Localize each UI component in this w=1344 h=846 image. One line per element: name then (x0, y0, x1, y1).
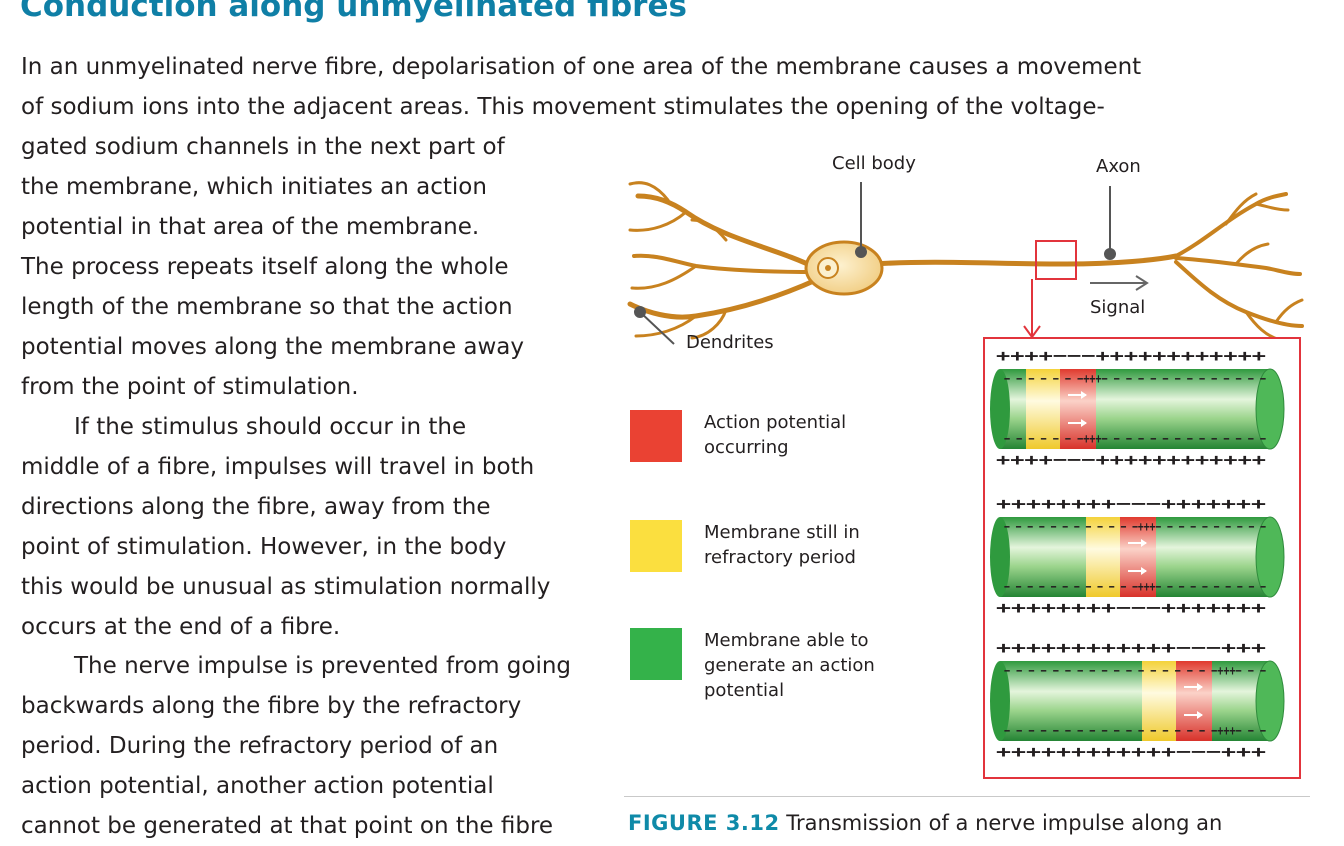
refractory-band (1086, 517, 1120, 597)
legend-text: Action potential occurring (704, 410, 924, 460)
outer-charges-top: ++++++++++++−−−+++ (996, 638, 1267, 657)
text-line: gated sodium channels in the next part o… (21, 134, 505, 160)
axon-terminal (1274, 298, 1304, 324)
paragraph-refractory: The nerve impulse is prevented from goin… (21, 646, 571, 846)
legend-line: refractory period (704, 547, 856, 568)
text-line: the membrane, which initiates an action (21, 174, 487, 200)
current-arrowhead (1197, 683, 1203, 691)
text-line: If the stimulus should occur in the (74, 414, 467, 440)
dendrite-branch (628, 210, 688, 232)
action-potential-band (1120, 517, 1156, 597)
text-line: point of stimulation. However, in the bo… (21, 534, 507, 560)
figure-number: FIGURE 3.12 (628, 811, 780, 835)
text-line: cannot be generated at that point on the… (21, 813, 554, 839)
text-line: potential in that area of the membrane. (21, 214, 480, 240)
text-line: middle of a fibre, impulses will travel … (21, 454, 535, 480)
label-axon: Axon (1096, 156, 1141, 177)
axon-terminal (1224, 192, 1258, 226)
text-line: of sodium ions into the adjacent areas. … (21, 94, 1105, 120)
inner-charges-lower: − − − − − − −+++− − − − − − − − − − − − … (1004, 432, 1266, 447)
legend-text: Membrane still in refractory period (704, 520, 924, 570)
inner-charges-upper: − − − − − − − − − − − − − − − − − −+++− … (1004, 664, 1266, 679)
legend-line: occurring (704, 437, 789, 458)
outer-charges-top: ++++−−−++++++++++++ (996, 346, 1267, 365)
membrane-segment: ++++++++−−−+++++++ − − − − − − − − − − − … (990, 494, 1285, 617)
legend-swatch-green (630, 628, 682, 680)
highlight-box (1035, 240, 1077, 280)
text-line: length of the membrane so that the actio… (21, 294, 513, 320)
label-cell-body: Cell body (832, 153, 916, 174)
figure-divider (624, 796, 1310, 797)
membrane-segments: ++++−−−++++++++++++ − − − − − − −+++− − −… (990, 346, 1285, 761)
axon-terminal (1254, 202, 1290, 212)
legend-line: Membrane able to (704, 630, 869, 651)
cylinder-right-end (1255, 516, 1285, 598)
legend-line: potential (704, 680, 785, 701)
label-pointers (634, 182, 1116, 345)
nucleolus (825, 265, 831, 271)
inner-charges-lower: − − − − − − − − − − − − − − − − − −+++− … (1004, 724, 1266, 739)
text-line: action potential, another action potenti… (21, 773, 494, 799)
current-arrowhead (1197, 711, 1203, 719)
dendrite-branch (630, 264, 698, 290)
text-line: from the point of stimulation. (21, 374, 359, 400)
text-line: this would be unusual as stimulation nor… (21, 574, 551, 600)
axon-terminal (1174, 256, 1302, 276)
caption-text: Transmission of a nerve impulse along an (779, 811, 1223, 835)
text-line: potential moves along the membrane away (21, 334, 525, 360)
cylinder-left-end (990, 661, 1010, 741)
text-line: The process repeats itself along the who… (21, 254, 509, 280)
axon-cylinder (1000, 661, 1270, 741)
figure-caption: FIGURE 3.12 Transmission of a nerve impu… (628, 811, 1222, 835)
outer-charges-bottom: ++++++++−−−+++++++ (996, 598, 1267, 617)
label-signal: Signal (1090, 297, 1146, 318)
current-arrowhead (1141, 567, 1147, 575)
axon-fibre (871, 253, 1179, 267)
legend-line: generate an action (704, 655, 875, 676)
dendrite-branch (690, 218, 728, 242)
legend-swatch-yellow (630, 520, 682, 572)
outer-charges-top: ++++++++−−−+++++++ (996, 494, 1267, 513)
cylinder-left-end (990, 517, 1010, 597)
legend-line: Membrane still in (704, 522, 860, 543)
dendrite-branch (690, 308, 728, 340)
inner-charges-lower: − − − − − − − − − − − −+++− − − − − − − … (1004, 580, 1266, 595)
inner-charges-upper: − − − − − − −+++− − − − − − − − − − − − … (1004, 372, 1266, 387)
paragraph-middle-stimulus: If the stimulus should occur in the midd… (21, 407, 550, 647)
nerve-impulse-figure: ++++−−−++++++++++++ − − − − − − −+++− − −… (616, 140, 1316, 846)
refractory-band (1142, 661, 1176, 741)
action-potential-band (1176, 661, 1212, 741)
action-potential-band (1060, 369, 1096, 449)
membrane-segment: ++++−−−++++++++++++ − − − − − − −+++− − −… (990, 346, 1285, 469)
text-line: The nerve impulse is prevented from goin… (74, 653, 572, 679)
membrane-segment: ++++++++++++−−−+++ − − − − − − − − − − − … (990, 638, 1285, 761)
legend-line: Action potential (704, 412, 847, 433)
inner-charges-upper: − − − − − − − − − − − −+++− − − − − − − … (1004, 520, 1266, 535)
outer-charges-bottom: ++++−−−++++++++++++ (996, 450, 1267, 469)
text-line: directions along the fibre, away from th… (21, 494, 491, 520)
dendrite-branch (634, 314, 698, 338)
current-arrowhead (1081, 391, 1087, 399)
legend-text: Membrane able to generate an action pote… (704, 628, 924, 703)
paragraph-intro: In an unmyelinated nerve fibre, depolari… (21, 47, 1141, 407)
legend-swatch-red (630, 410, 682, 462)
outer-charges-bottom: ++++++++++++−−−+++ (996, 742, 1267, 761)
text-line: backwards along the fibre by the refract… (21, 693, 522, 719)
section-heading: Conduction along unmyelinated fibres (20, 0, 687, 24)
current-arrowhead (1081, 419, 1087, 427)
cylinder-right-end (1255, 660, 1285, 742)
label-dendrites: Dendrites (686, 332, 774, 353)
neuron-illustration (627, 181, 1304, 342)
current-arrowhead (1141, 539, 1147, 547)
signal-arrow (1090, 275, 1149, 291)
dendrite-branch (627, 277, 819, 320)
axon-terminal (1234, 242, 1270, 266)
dendrite-branch (628, 181, 670, 202)
text-line: period. During the refractory period of … (21, 733, 499, 759)
text-line: occurs at the end of a fibre. (21, 614, 341, 640)
text-line: In an unmyelinated nerve fibre, depolari… (21, 54, 1142, 80)
refractory-band (1026, 369, 1060, 449)
cylinder-right-end (1255, 368, 1285, 450)
cylinder-left-end (990, 369, 1010, 449)
